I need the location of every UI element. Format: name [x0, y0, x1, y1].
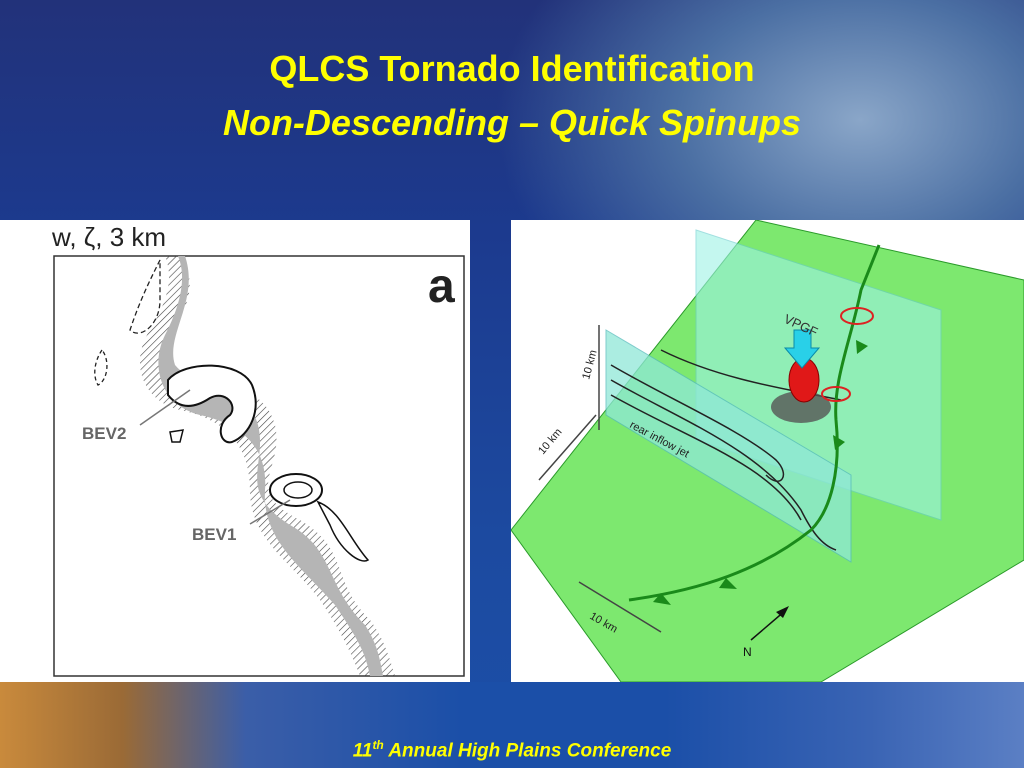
flow-line [610, 394, 802, 521]
conference-ordinal-suffix: th [372, 738, 384, 752]
side-scale-bar [538, 414, 597, 481]
plot-frame [53, 255, 465, 677]
front-barb [856, 340, 868, 354]
schematic-figure: VPGF rear inflow jet 10 km 10 km 10 km N [510, 219, 1024, 683]
conference-ordinal: 11 [352, 740, 373, 762]
slide-title: QLCS Tornado Identification [269, 48, 755, 89]
front-barb [719, 578, 737, 589]
conference-footer: 11th Annual High Plains Conference [0, 738, 1024, 762]
north-arrow-head [776, 606, 789, 618]
conference-name: Annual High Plains Conference [383, 740, 672, 762]
footer-band [0, 682, 1024, 768]
rotation-arrow-lower [821, 386, 851, 402]
flow-line [610, 364, 785, 482]
front-barb [653, 593, 671, 605]
bev1-tail-contour [316, 500, 370, 562]
vorticity-figure-panel: w, ζ, 3 km a BEV2 BEV1 [0, 220, 470, 682]
bev1-inner-contour [283, 481, 313, 499]
hatched-band [140, 256, 395, 676]
side-scale-label: 10 km [536, 426, 564, 457]
slide-subtitle: Non-Descending – Quick Spinups [222, 102, 802, 143]
gust-front-line [628, 244, 881, 602]
dashed-contour-small [94, 348, 108, 386]
small-contour [169, 429, 185, 443]
rain-blob [771, 391, 831, 423]
flow-line [610, 379, 837, 551]
bev2-contour [167, 364, 257, 444]
panel-letter: a [428, 260, 455, 313]
north-label: N [743, 645, 752, 659]
bev1-contour [269, 473, 323, 507]
rotation-arrow-upper [840, 307, 874, 325]
schematic-figure-panel: VPGF rear inflow jet 10 km 10 km 10 km N [510, 219, 1024, 683]
bev1-label: BEV1 [192, 525, 236, 544]
bev1-leader [249, 499, 291, 525]
vpgf-arrow [783, 329, 821, 369]
vorticity-figure: w, ζ, 3 km a BEV2 BEV1 [51, 222, 465, 677]
figure-header: w, ζ, 3 km [51, 222, 166, 252]
bev2-leader [139, 389, 191, 426]
front-barb [833, 435, 845, 450]
dashed-contour [129, 259, 161, 334]
bev2-label: BEV2 [82, 424, 126, 443]
bottom-scale-bar [578, 581, 662, 633]
shaded-band [158, 256, 383, 676]
vertical-scale-label: 10 km [580, 349, 599, 381]
